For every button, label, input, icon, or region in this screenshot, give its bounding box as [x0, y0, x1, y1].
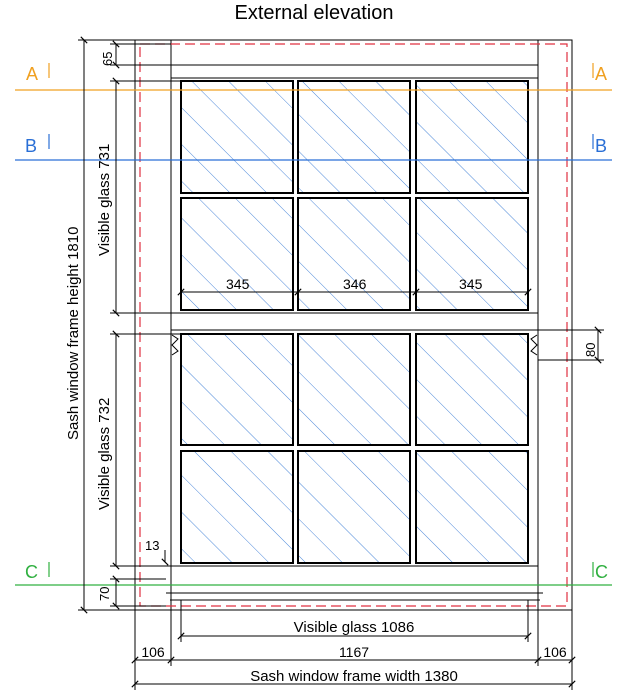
- right-jamb-label: 106: [543, 644, 567, 660]
- clearance-outline: [139, 43, 568, 607]
- dimension-lines: [78, 36, 604, 690]
- bottom-rail-label: 70: [97, 587, 112, 601]
- section-label-b: B: [25, 136, 37, 156]
- pane: [297, 450, 411, 564]
- dimension-labels: Sash window frame height 1810 Visible gl…: [65, 52, 598, 685]
- pane: [415, 450, 529, 564]
- left-jamb-label: 106: [141, 644, 165, 660]
- pane: [297, 333, 411, 446]
- page-title: External elevation: [234, 2, 394, 24]
- section-label-c: C: [25, 562, 38, 582]
- pane: [180, 80, 294, 194]
- pane-width-left-label: 345: [226, 276, 250, 292]
- section-line-b: B B: [15, 134, 612, 161]
- visible-glass-upper-label: Visible glass 731: [96, 144, 113, 256]
- section-label-a: A: [595, 64, 607, 84]
- frame-width-label: Sash window frame width 1380: [250, 668, 458, 685]
- pane: [297, 197, 411, 311]
- section-label-c: C: [595, 562, 608, 582]
- pane: [415, 333, 529, 446]
- pane: [180, 197, 294, 311]
- glass-panes: [180, 80, 529, 564]
- pane: [297, 80, 411, 194]
- pane: [415, 197, 529, 311]
- section-line-c: C C: [15, 562, 612, 586]
- top-rail-label: 65: [100, 52, 115, 66]
- visible-glass-width-label: Visible glass 1086: [294, 619, 415, 636]
- inner-width-label: 1167: [339, 644, 369, 660]
- pane: [180, 333, 294, 446]
- section-label-a: A: [26, 64, 38, 84]
- pane-width-right-label: 345: [459, 276, 483, 292]
- pane-width-middle-label: 346: [343, 276, 367, 292]
- pane: [415, 80, 529, 194]
- section-label-b: B: [595, 136, 607, 156]
- visible-glass-lower-label: Visible glass 732: [96, 398, 113, 510]
- frame-height-label: Sash window frame height 1810: [65, 227, 82, 440]
- glazing-bar-label: 13: [145, 538, 159, 553]
- pane: [180, 450, 294, 564]
- meeting-rail-label: 80: [583, 343, 598, 357]
